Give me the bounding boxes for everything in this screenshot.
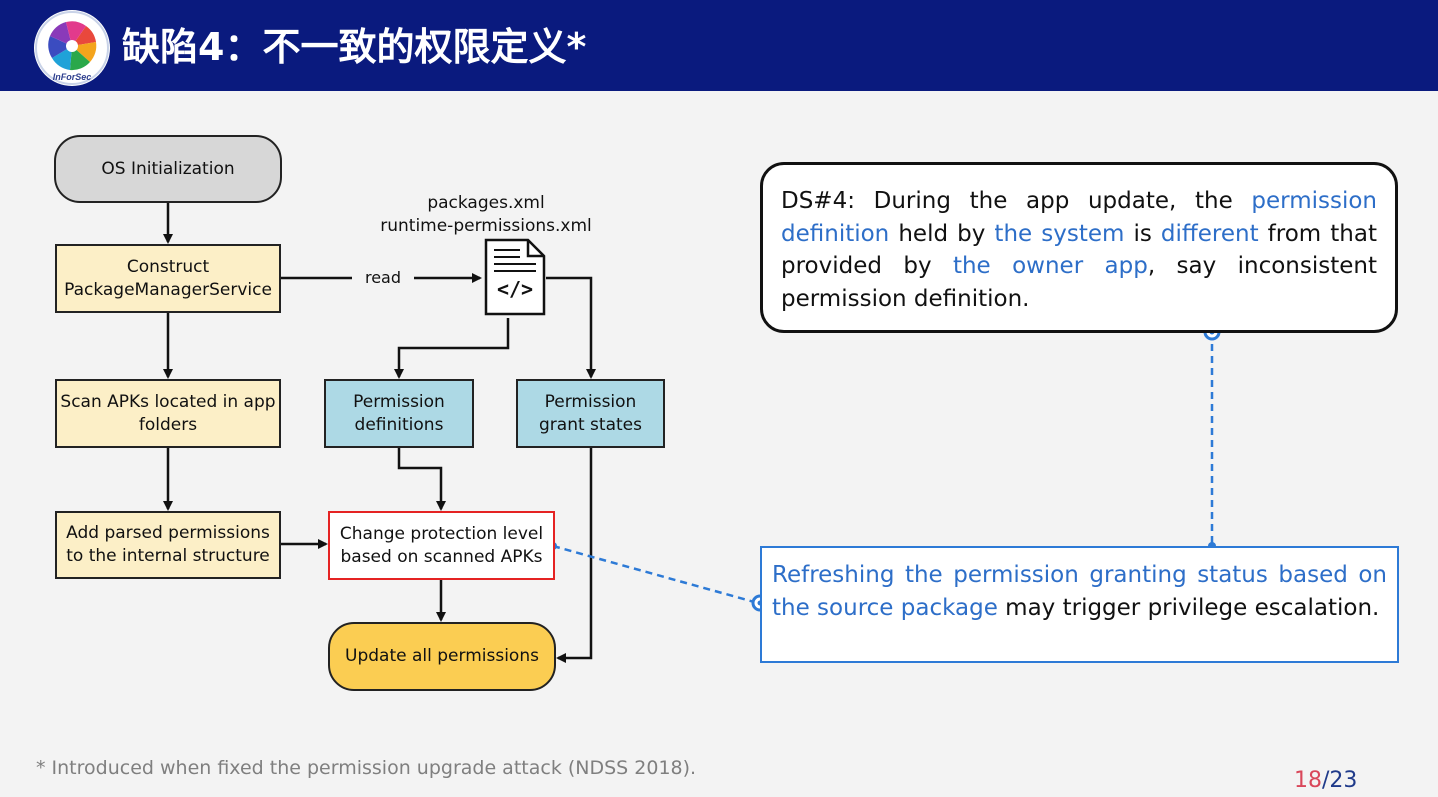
page-total: 23 — [1329, 768, 1358, 793]
node-label: Update all permissions — [345, 646, 539, 666]
logo-text: InForSec — [53, 72, 92, 82]
node-label: PackageManagerService — [64, 279, 272, 300]
arrow-files-to-grants — [546, 276, 596, 379]
node-label: Add parsed permissions — [66, 523, 270, 543]
node-add-parsed-permissions: Add parsed permissions to the internal s… — [55, 511, 281, 579]
page-current: 18 — [1294, 768, 1322, 793]
inforsec-logo: InForSec — [34, 10, 110, 86]
node-construct-pms: Construct PackageManagerService — [55, 244, 281, 313]
config-file-names: packages.xml runtime-permissions.xml — [370, 192, 602, 238]
ds4-highlight-the-system: the system — [994, 220, 1125, 247]
node-label: Scan APKs located in app — [60, 391, 276, 412]
callout-ds4: DS#4: During the app update, the permiss… — [760, 162, 1398, 333]
ds4-text: is — [1124, 220, 1161, 247]
node-scan-apks: Scan APKs located in app folders — [55, 379, 281, 448]
title-bar: InForSec 缺陷4：不一致的权限定义* — [0, 0, 1438, 91]
ds4-text: from that provided by — [781, 220, 1377, 280]
arrow-definitions-to-change — [397, 448, 446, 511]
ds4-text: DS#4: During the app update, the — [781, 188, 1252, 214]
logo-emblem-icon: InForSec — [35, 11, 109, 85]
page-separator: / — [1322, 768, 1330, 793]
file-name-packages: packages.xml — [427, 193, 545, 213]
refresh-text: may trigger privilege escalation. — [997, 594, 1380, 621]
node-label: OS Initialization — [101, 158, 235, 179]
footnote: * Introduced when fixed the permission u… — [36, 757, 697, 779]
node-os-initialization: OS Initialization — [54, 135, 282, 203]
node-update-all-permissions: Update all permissions — [328, 622, 556, 691]
xml-file-glyph: </> — [497, 277, 533, 301]
node-label: based on scanned APKs — [340, 546, 543, 567]
node-label: to the internal structure — [66, 546, 270, 566]
ds4-highlight-owner-app: the owner app — [952, 253, 1148, 279]
node-permission-definitions: Permission definitions — [324, 379, 474, 448]
node-label: grant states — [539, 414, 642, 435]
xml-file-icon — [484, 238, 546, 316]
ds4-text: , say inconsistent permission definition… — [781, 253, 1377, 312]
edge-label-read: read — [352, 267, 414, 289]
node-label: Permission — [544, 391, 637, 412]
node-label: Construct — [126, 256, 210, 277]
dashed-link-change-to-refresh — [552, 544, 759, 605]
node-label: folders — [138, 414, 198, 435]
file-name-runtime-permissions: runtime-permissions.xml — [380, 216, 592, 236]
node-label: definitions — [354, 414, 444, 435]
ds4-highlight-permission-definition: permission definition — [781, 188, 1377, 247]
node-change-protection-level: Change protection level based on scanned… — [328, 511, 555, 580]
node-label: Permission — [353, 391, 445, 412]
page-number: 18/23 — [1294, 768, 1357, 794]
ds4-highlight-different: different — [1160, 220, 1259, 247]
node-permission-grant-states: Permission grant states — [516, 379, 665, 448]
refresh-highlight: Refreshing the permission granting statu… — [772, 562, 1387, 621]
callout-refresh-granting-status: Refreshing the permission granting statu… — [760, 546, 1399, 663]
ds4-text: held by — [889, 220, 995, 247]
arrow-files-to-definitions — [394, 318, 510, 379]
arrow-grants-to-update — [556, 448, 593, 663]
node-label: Change protection level — [339, 523, 544, 544]
slide-title: 缺陷4：不一致的权限定义* — [122, 25, 587, 69]
